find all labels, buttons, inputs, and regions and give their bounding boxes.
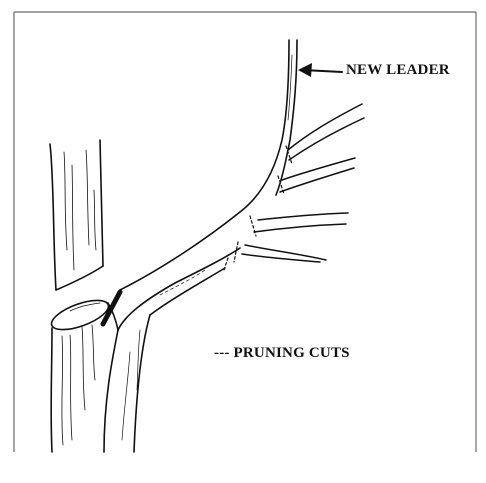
leader-arrowhead xyxy=(298,63,312,77)
side-branches xyxy=(242,104,364,262)
pruning-cuts-legend: --- PRUNING CUTS xyxy=(214,345,350,362)
new-leader-label: NEW LEADER xyxy=(346,62,450,79)
main-pruning-cut xyxy=(103,292,120,324)
new-leader-branch xyxy=(104,40,297,452)
removed-trunk-section xyxy=(50,140,103,290)
